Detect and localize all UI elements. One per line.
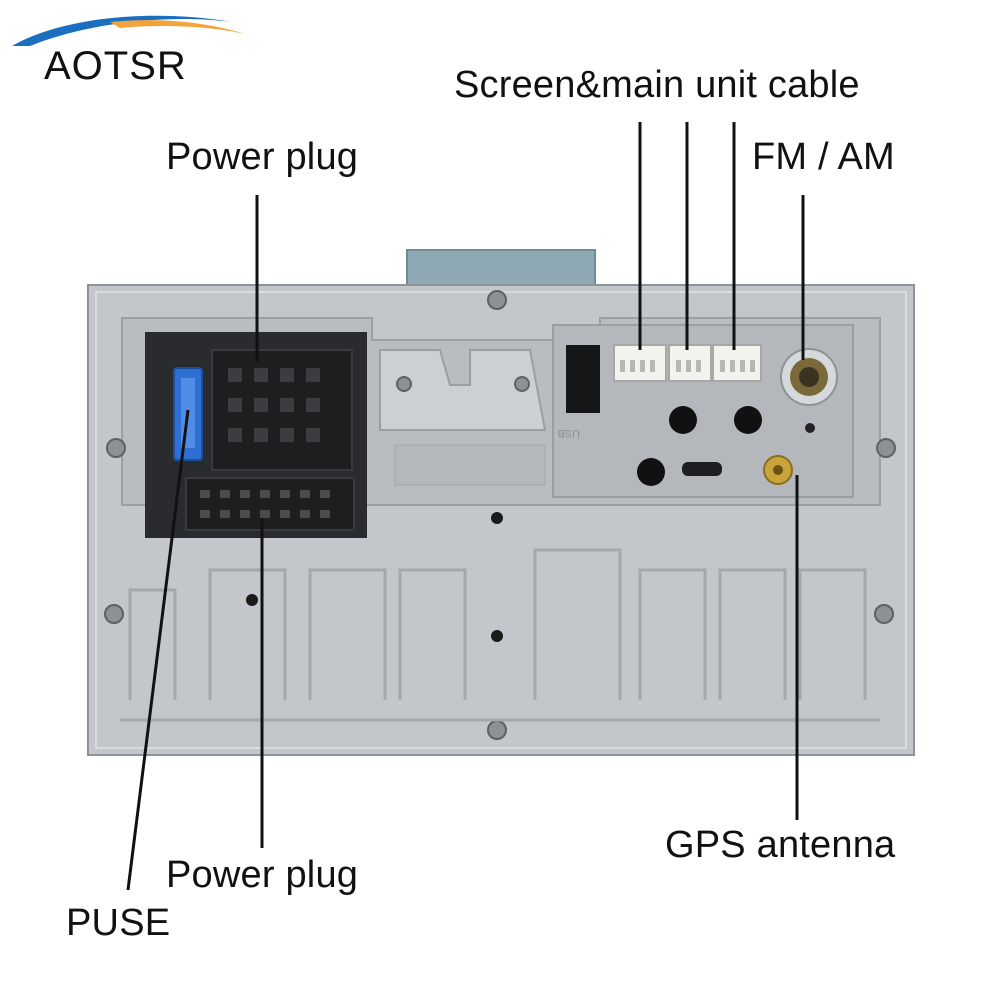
power-plug-lower-block bbox=[185, 477, 355, 531]
mount-hole bbox=[637, 458, 665, 486]
mount-hole bbox=[734, 406, 762, 434]
mount-hole bbox=[669, 406, 697, 434]
label-gps-antenna: GPS antenna bbox=[665, 824, 896, 866]
label-power-plug-top: Power plug bbox=[166, 136, 359, 178]
mounting-tab bbox=[406, 249, 596, 291]
leader-lines bbox=[126, 122, 805, 891]
screws bbox=[104, 290, 896, 740]
usb-emboss: USB bbox=[557, 427, 580, 439]
leader-fuse bbox=[126, 409, 190, 891]
usb-port bbox=[566, 345, 600, 413]
label-power-plug-bottom: Power plug bbox=[166, 854, 359, 896]
screen-cable-sockets bbox=[613, 344, 762, 382]
brand-name: AOTSR bbox=[44, 44, 187, 88]
brand-swoosh bbox=[12, 15, 245, 46]
label-fuse: PUSE bbox=[66, 902, 171, 944]
label-screen-cable: Screen&main unit cable bbox=[454, 64, 860, 106]
center-bracket bbox=[379, 349, 547, 431]
heat-sink-fins bbox=[120, 548, 880, 722]
label-fm-am: FM / AM bbox=[752, 136, 895, 178]
